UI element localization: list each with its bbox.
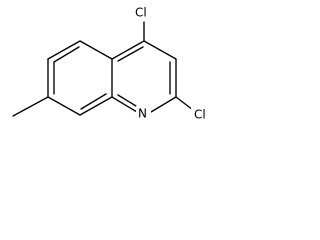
bond-c8a-n1	[111, 96, 138, 113]
bond-c3-c4	[143, 40, 177, 60]
cl-right-label: Cl	[194, 108, 206, 122]
bond-c8-c8a	[79, 96, 113, 116]
bond-c7-c8	[47, 96, 81, 116]
bond-c5-c6	[47, 40, 81, 60]
bond-c4-c4a	[111, 40, 145, 60]
bond-c5-c6-inner	[53, 46, 80, 63]
bond-c8a-n1-inner	[117, 94, 137, 107]
nitrogen-label-bg	[136, 106, 151, 120]
cl-top-label-bg	[133, 5, 156, 20]
bond-c8-c8a-inner	[80, 93, 107, 110]
bond-n1-c2	[150, 96, 177, 113]
bond-c2-cl2	[175, 96, 194, 111]
bond-c7-methyl	[12, 96, 49, 117]
cl-top-label: Cl	[135, 6, 147, 20]
bond-c4-c4a-inner	[117, 46, 144, 62]
cl-right-label-bg	[191, 107, 215, 122]
atom-labels: Cl N Cl	[133, 5, 215, 122]
molecule-structure-diagram: Cl N Cl	[12, 5, 215, 122]
bond-c4a-c5	[79, 40, 113, 60]
nitrogen-label: N	[138, 107, 147, 121]
bond-set	[12, 21, 194, 117]
